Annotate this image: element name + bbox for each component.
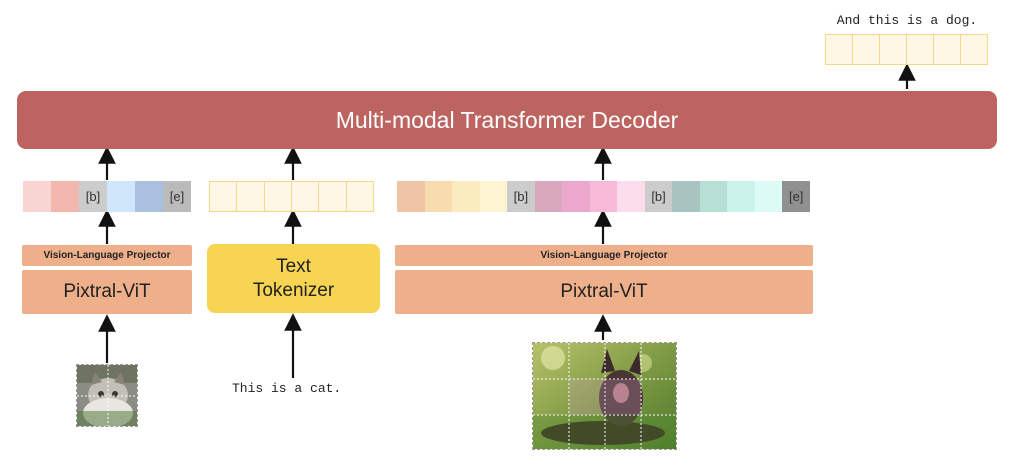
left-image-token xyxy=(135,181,163,212)
output-text: And this is a dog. xyxy=(836,13,978,28)
right-image-token xyxy=(424,181,453,212)
input-text: This is a cat. xyxy=(232,381,342,396)
right-image-token xyxy=(452,181,480,212)
text-token xyxy=(237,181,265,212)
cat-image xyxy=(76,364,138,427)
left-image-token xyxy=(51,181,79,212)
right-image-token xyxy=(479,181,508,212)
text-token-row xyxy=(209,181,374,212)
output-token xyxy=(934,34,961,65)
right-image-token xyxy=(754,181,783,212)
text-token xyxy=(319,181,347,212)
tokenizer-label: Text Tokenizer xyxy=(252,255,335,301)
dog-image xyxy=(532,342,677,450)
text-token xyxy=(346,181,374,212)
right-image-token xyxy=(397,181,425,212)
right-image-token xyxy=(672,181,700,212)
right-image-token xyxy=(534,181,563,212)
right-image-token xyxy=(699,181,728,212)
text-token xyxy=(209,181,238,212)
left-token-row: [b] [e] xyxy=(23,181,191,212)
output-token xyxy=(961,34,988,65)
text-tokenizer: Text Tokenizer xyxy=(207,244,380,313)
left-image-token xyxy=(107,181,135,212)
output-token xyxy=(825,34,853,65)
output-token xyxy=(880,34,907,65)
dog-photo-icon xyxy=(533,343,676,449)
left-marker-token: [e] xyxy=(163,181,191,212)
left-vision-language-projector: Vision-Language Projector xyxy=(22,245,192,266)
left-marker-token: [b] xyxy=(79,181,107,212)
right-marker-token: [b] xyxy=(644,181,673,212)
right-marker-token: [b] xyxy=(507,181,535,212)
cat-photo-icon xyxy=(77,365,137,426)
right-image-token xyxy=(727,181,755,212)
right-image-token xyxy=(617,181,645,212)
right-image-token xyxy=(562,181,590,212)
output-token xyxy=(907,34,934,65)
right-pixtral-vit: Pixtral-ViT xyxy=(395,270,813,314)
right-marker-token: [e] xyxy=(782,181,810,212)
output-token xyxy=(853,34,880,65)
left-image-token xyxy=(23,181,51,212)
right-token-row: [b] [b] [e] xyxy=(397,181,810,212)
output-token-row xyxy=(825,34,988,65)
text-token xyxy=(264,181,292,212)
right-vision-language-projector: Vision-Language Projector xyxy=(395,245,813,266)
text-token xyxy=(291,181,320,212)
transformer-decoder-block: Multi-modal Transformer Decoder xyxy=(17,91,997,149)
right-image-token xyxy=(589,181,618,212)
left-pixtral-vit: Pixtral-ViT xyxy=(22,270,192,314)
